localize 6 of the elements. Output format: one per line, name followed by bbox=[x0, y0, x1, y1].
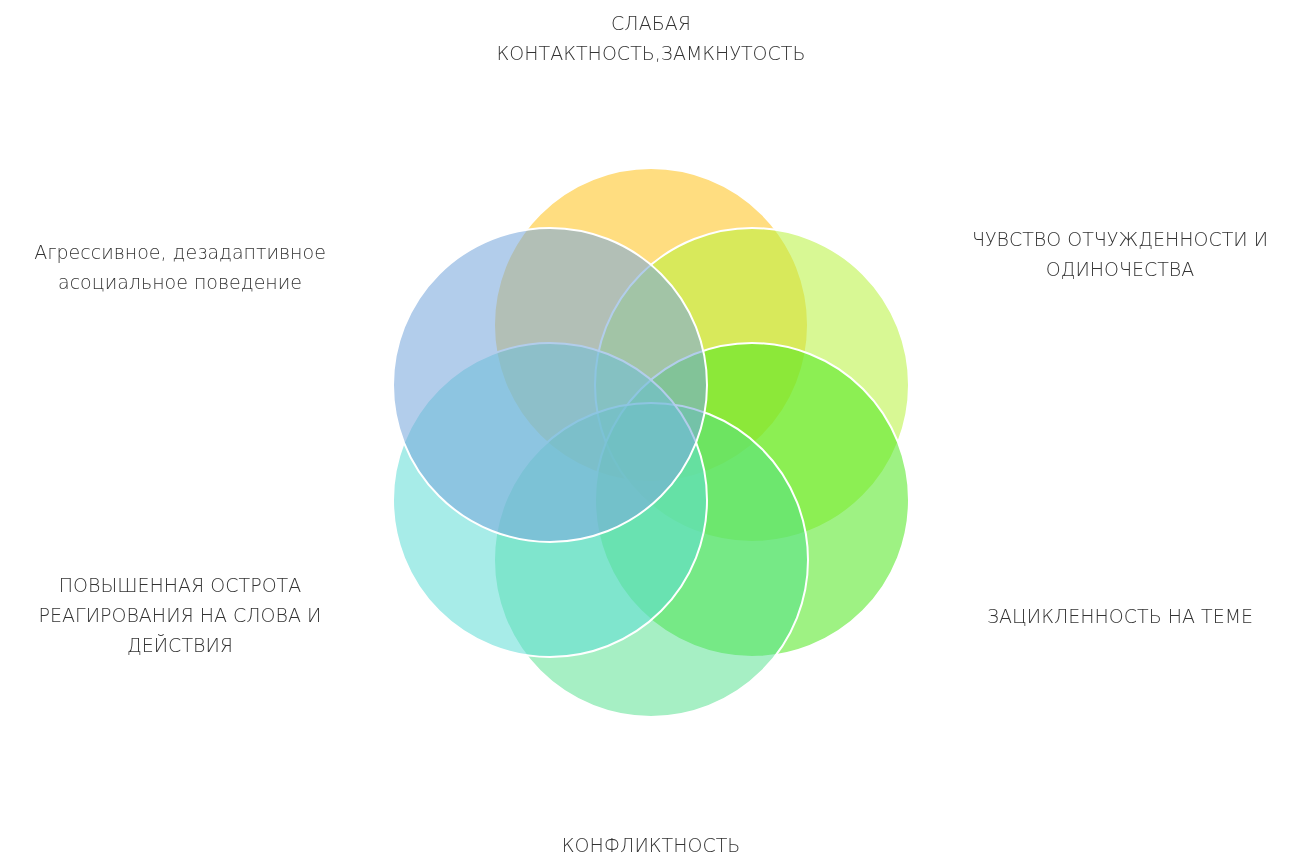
circle-caption: ЗАЦИКЛЕННОСТЬ НА ТЕМЕ bbox=[985, 604, 1255, 629]
circle-caption: ЧУВСТВО ОТЧУЖДЕННОСТИ И ОДИНОЧЕСТВА bbox=[970, 227, 1270, 282]
circle-caption: СЛАБАЯ КОНТАКТНОСТЬ,ЗАМКНУТОСТЬ bbox=[495, 11, 807, 66]
circle-caption: КОНФЛИКТНОСТЬ bbox=[560, 833, 742, 858]
circle-caption: ПОВЫШЕННАЯ ОСТРОТА РЕАГИРОВАНИЯ НА СЛОВА И ДЕЙСТВИЯ bbox=[37, 573, 323, 658]
circle-caption: Агрессивное, дезадаптивное асоциальное поведение bbox=[33, 240, 327, 295]
